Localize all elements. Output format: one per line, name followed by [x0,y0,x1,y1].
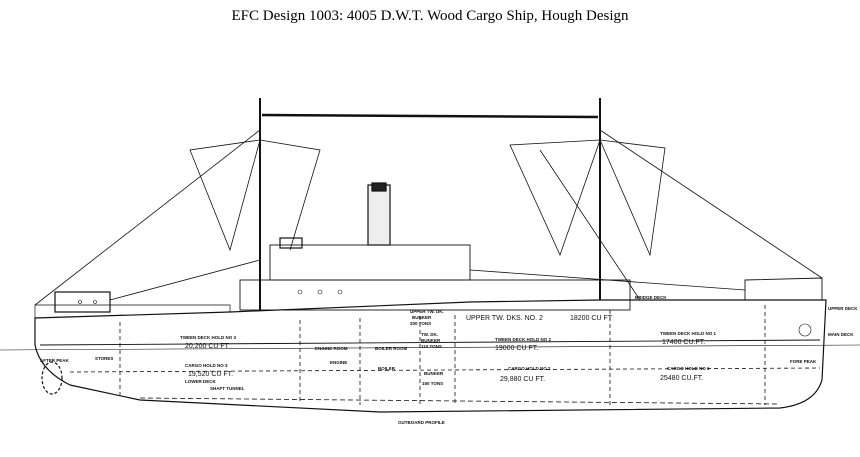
engine-room-label: ENGINE ROOM [315,346,348,351]
rudder [41,361,63,395]
bunker-tons: 150 TONS [422,381,443,386]
upper-tw2-label: UPPER TW. DKS. NO. 2 [466,315,543,322]
hold3-volume: 19,520 CU FT. [188,371,233,378]
outboard-profile-label: OUTBOARD PROFILE [398,420,445,425]
bunker-label: BUNKER [424,371,444,376]
hold1-name: CARGO HOLD NO 1 [667,366,710,371]
hull-outline [34,299,827,413]
hold2-volume: 29,880 CU FT. [500,376,545,383]
tw-bunker-line2: BUNKER [421,338,441,343]
fore-peak-label: FORE PEAK [790,359,817,364]
hold1-volume: 25480 CU.FT. [660,375,703,382]
stern-rail [34,304,231,318]
tween2-name: TWEEN DECK HOLD NO 2 [495,337,551,342]
bridge-house [269,244,471,281]
upper-bunker-line3: 200 TONS [410,321,431,326]
shaft-tunnel-label: SHAFT TUNNEL [210,386,245,391]
bridge-deck-label: BRIDGE DECK [635,295,667,300]
keel-line [139,397,781,405]
poop-house [54,291,111,313]
upper-bunker-line1: UPPER TW. DK. [410,309,444,314]
tween1-name: TWEEN DECK HOLD NO 1 [660,331,716,336]
mast-stay [261,113,599,119]
tw-bunker-line1: TW. DK. [421,332,438,337]
boiler-label: BOILER [378,366,396,371]
after-peak-label: AFTER PEAK [40,358,70,363]
drawing-title: EFC Design 1003: 4005 D.W.T. Wood Cargo … [231,8,629,24]
main-deck-label: MAIN DECK [828,332,854,337]
tween3-volume: 20,200 CU FT [185,343,230,350]
funnel-top [371,182,387,192]
engine-label: ENGINE [330,360,347,365]
lower-deck-label: LOWER DECK [185,379,216,384]
forecastle [744,277,823,300]
upper-tw2-volume: 18200 CU FT [570,315,613,322]
tween1-volume: 17400 CU.FT. [662,339,705,346]
waterline [0,344,860,351]
upper-deck-label: UPPER DECK [828,306,858,311]
stores-label: STORES [95,356,113,361]
upper-bunker-line2: BUNKER [412,315,432,320]
hold2-name: CARGO HOLD NO 2 [508,366,551,371]
boiler-room-label: BOILER ROOM [375,346,408,351]
hold3-name: CARGO HOLD NO 3 [185,363,228,368]
tween2-volume: 19000 CU FT. [495,345,538,352]
tw-bunker-line3: 110 TONS [421,344,442,349]
main-deck-line [39,339,821,346]
tween3-name: TWEEN DECK HOLD NO 3 [180,335,236,340]
tween-deck-line [69,367,821,373]
funnel [367,184,391,246]
midship-house [239,279,631,311]
